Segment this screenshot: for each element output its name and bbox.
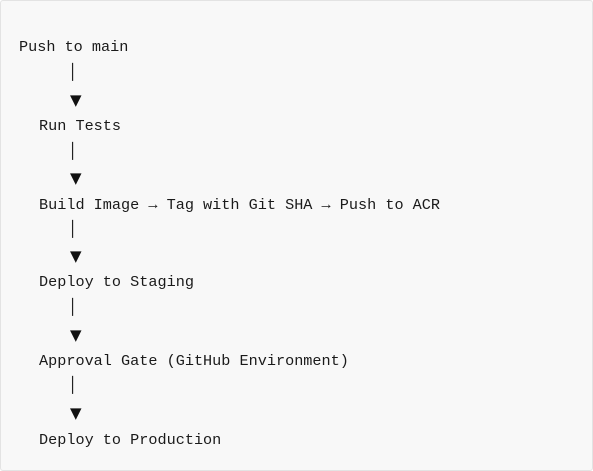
arrow-down-icon: ▼: [70, 91, 82, 109]
arrow-down-icon: ▼: [70, 247, 82, 265]
arrow-down-icon: ▼: [70, 169, 82, 187]
arrow-down-icon: ▼: [70, 404, 82, 422]
connector-bar: │: [68, 142, 78, 160]
step-build-tag-push: Build Image → Tag with Git SHA → Push to…: [39, 196, 441, 214]
step-run-tests: Run Tests: [39, 117, 122, 135]
step-deploy-production: Deploy to Production: [39, 431, 222, 449]
connector-bar: │: [68, 63, 78, 81]
connector-bar: │: [68, 220, 78, 238]
step-push-to-main: Push to main: [19, 38, 129, 56]
connector-bar: │: [68, 376, 78, 394]
connector-bar: │: [68, 298, 78, 316]
arrow-down-icon: ▼: [70, 326, 82, 344]
step-approval-gate: Approval Gate (GitHub Environment): [39, 352, 349, 370]
step-deploy-staging: Deploy to Staging: [39, 273, 194, 291]
